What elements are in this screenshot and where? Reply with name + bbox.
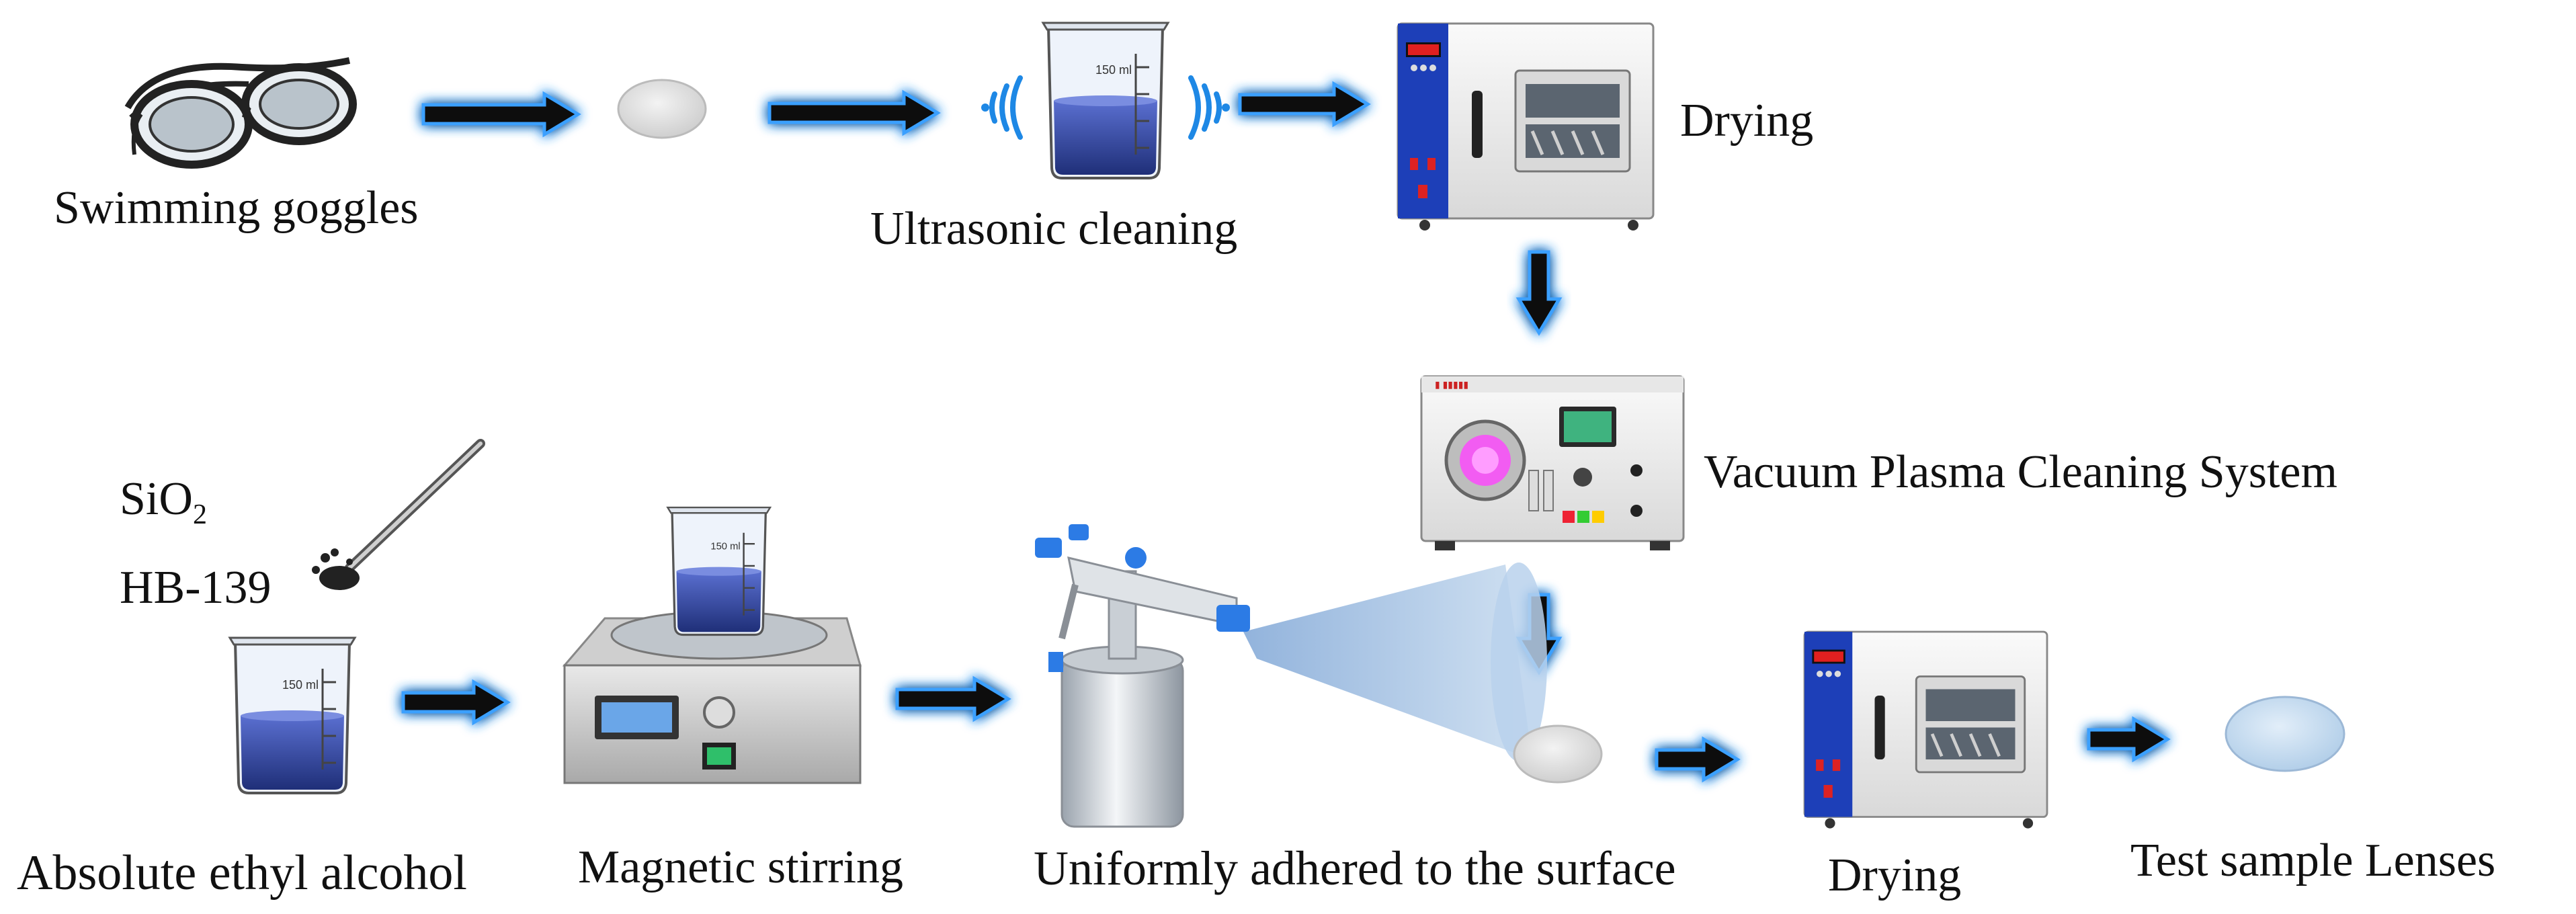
- flow-arrow: [767, 89, 941, 136]
- label-absolute-ethyl-alcohol: Absolute ethyl alcohol: [17, 845, 467, 901]
- label-magnetic-stirring: Magnetic stirring: [578, 841, 904, 893]
- flow-arrows: [401, 81, 2171, 783]
- label-uniformly-adhered: Uniformly adhered to the surface: [1034, 841, 1676, 895]
- flow-arrow: [421, 91, 581, 138]
- oven-icon: [1804, 632, 2047, 829]
- flow-arrow: [401, 679, 511, 726]
- flow-arrow: [1238, 81, 1371, 128]
- label-sio2-subscript: 2: [192, 499, 207, 530]
- lens-icon: [1513, 724, 1603, 784]
- magnetic-stirrer-icon: [562, 506, 862, 784]
- label-ultrasonic-cleaning: Ultrasonic cleaning: [870, 203, 1238, 255]
- spoon-icon: [312, 439, 485, 590]
- label-drying-bottom: Drying: [1828, 849, 1962, 901]
- label-test-sample-lenses: Test sample Lenses: [2130, 835, 2496, 886]
- lens-icon: [617, 79, 707, 139]
- ultrasonic-wave-icon: [981, 103, 989, 112]
- label-drying-top: Drying: [1680, 95, 1814, 147]
- beaker-icon: [228, 636, 356, 794]
- label-vacuum-plasma: Vacuum Plasma Cleaning System: [1704, 446, 2337, 498]
- flow-arrow: [2087, 716, 2171, 763]
- plasma-cleaner-icon: ▮ ▮▮▮▮▮: [1420, 375, 1685, 550]
- spray-gun-icon: [1035, 524, 1547, 828]
- beaker-icon: [1042, 22, 1169, 179]
- label-sio2: SiO2: [120, 473, 207, 530]
- oven-icon: [1398, 24, 1653, 231]
- goggles-icon: [124, 57, 357, 169]
- flow-arrow: [1655, 736, 1741, 783]
- lens-icon: [2225, 696, 2345, 772]
- label-hb139: HB-139: [120, 562, 272, 614]
- flow-arrow: [895, 675, 1011, 722]
- ultrasonic-wave-icon: [1222, 103, 1230, 112]
- svg-text:▮ ▮▮▮▮▮: ▮ ▮▮▮▮▮: [1435, 379, 1468, 390]
- label-sio2-base: SiO: [120, 473, 193, 525]
- flow-arrow: [1515, 250, 1563, 336]
- ultrasonic-wave-icon: [989, 75, 1222, 140]
- label-swimming-goggles: Swimming goggles: [54, 182, 419, 234]
